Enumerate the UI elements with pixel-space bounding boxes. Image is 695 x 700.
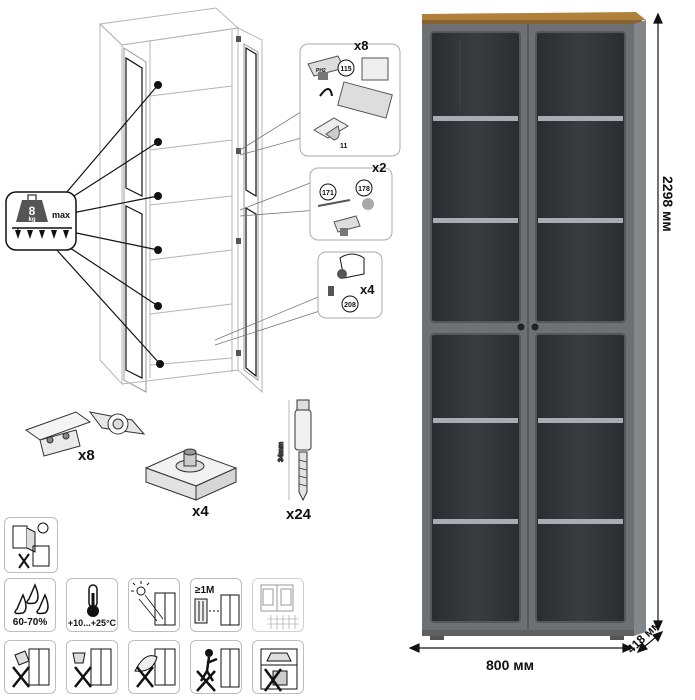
foot-part-illustration	[144, 448, 238, 501]
svg-text:x4: x4	[360, 282, 375, 297]
svg-text:x2: x2	[372, 160, 386, 175]
rotate-arrow-icon	[319, 88, 333, 97]
tile-humidity: 60-70%	[4, 578, 56, 632]
svg-text:171: 171	[322, 190, 334, 197]
left-knob	[517, 323, 525, 331]
tile-temperature: +10...+25°C	[66, 578, 118, 632]
tile-no-wet-cleaning	[66, 640, 118, 694]
hinge-part-illustration	[24, 411, 146, 457]
temperature-label: +10...+25°C	[67, 618, 117, 628]
svg-text:208: 208	[344, 302, 356, 309]
svg-text:kg: kg	[28, 217, 35, 223]
cabinet-line-drawing	[98, 7, 263, 394]
knob-icon	[362, 198, 374, 210]
handle-callout: x2 171 178	[309, 160, 393, 241]
cabinet-render	[408, 12, 664, 653]
svg-text:11: 11	[340, 143, 348, 150]
hinge-plate-icon	[337, 81, 393, 119]
svg-text:PH2: PH2	[316, 68, 326, 74]
svg-text:≥1M: ≥1M	[195, 585, 214, 596]
tile-no-abrasives	[128, 640, 180, 694]
dowel-qty: x24	[286, 506, 312, 523]
svg-text:34mm: 34mm	[278, 442, 285, 462]
foot-qty: x4	[192, 503, 209, 520]
width-label: 800 мм	[486, 657, 534, 673]
bracket-icon	[361, 57, 389, 81]
svg-text:8: 8	[29, 204, 36, 218]
humidity-drops-icon	[14, 583, 49, 615]
height-label: 2298 мм	[660, 176, 676, 232]
load-leader-lines	[54, 84, 161, 365]
no-appliances-inside-icon	[260, 648, 298, 692]
no-climbing-icon	[196, 648, 240, 692]
hinge-qty: x8	[78, 447, 95, 464]
hinge-mount-callout: PH2 115 11 x8	[299, 38, 401, 157]
dowel-part-illustration: 34mm	[278, 399, 312, 502]
no-abrasives-icon	[134, 648, 176, 688]
shelf-load-badge: 8 kg max	[5, 191, 77, 251]
room-placement-icon	[260, 584, 299, 629]
tile-wall-mount	[4, 517, 58, 573]
tile-room-placement	[252, 578, 304, 632]
tile-heater-distance: ≥1M	[190, 578, 242, 632]
humidity-label: 60-70%	[12, 617, 48, 628]
weight-icon	[16, 200, 48, 222]
svg-text:115: 115	[340, 66, 351, 73]
wall-mount-icon	[12, 522, 50, 569]
tile-no-appliances-inside	[252, 640, 304, 694]
shelf-dots	[154, 81, 164, 368]
svg-text:178: 178	[358, 186, 370, 193]
hand-icon	[313, 117, 349, 139]
tile-no-sunlight	[128, 578, 180, 632]
shelf-pin-callout: 208 x4	[317, 251, 383, 319]
heater-distance-icon: ≥1M	[194, 585, 240, 626]
glass-panes	[430, 31, 626, 623]
tile-no-chemicals	[4, 640, 56, 694]
downward-arrows-icon	[15, 228, 69, 239]
tile-no-climbing	[190, 640, 242, 694]
height-dimension	[653, 12, 663, 632]
cabinet-top	[422, 12, 646, 22]
right-knob	[531, 323, 539, 331]
shelves	[433, 116, 623, 524]
hinge-marks	[236, 36, 241, 356]
no-wet-cleaning-icon	[72, 648, 112, 688]
svg-text:max: max	[52, 210, 70, 220]
sunlight-icon	[131, 581, 176, 626]
svg-text:x8: x8	[354, 38, 368, 53]
depth-dimension	[636, 631, 664, 653]
assembly-diagram: 8 kg max PH2 115 11 x8	[5, 7, 401, 502]
cabinet-side	[634, 20, 646, 636]
no-chemicals-icon	[12, 648, 50, 688]
screw-icon	[317, 199, 351, 207]
width-dimension	[408, 643, 634, 653]
thermometer-icon	[87, 584, 99, 617]
door-glass-frames	[125, 46, 257, 379]
